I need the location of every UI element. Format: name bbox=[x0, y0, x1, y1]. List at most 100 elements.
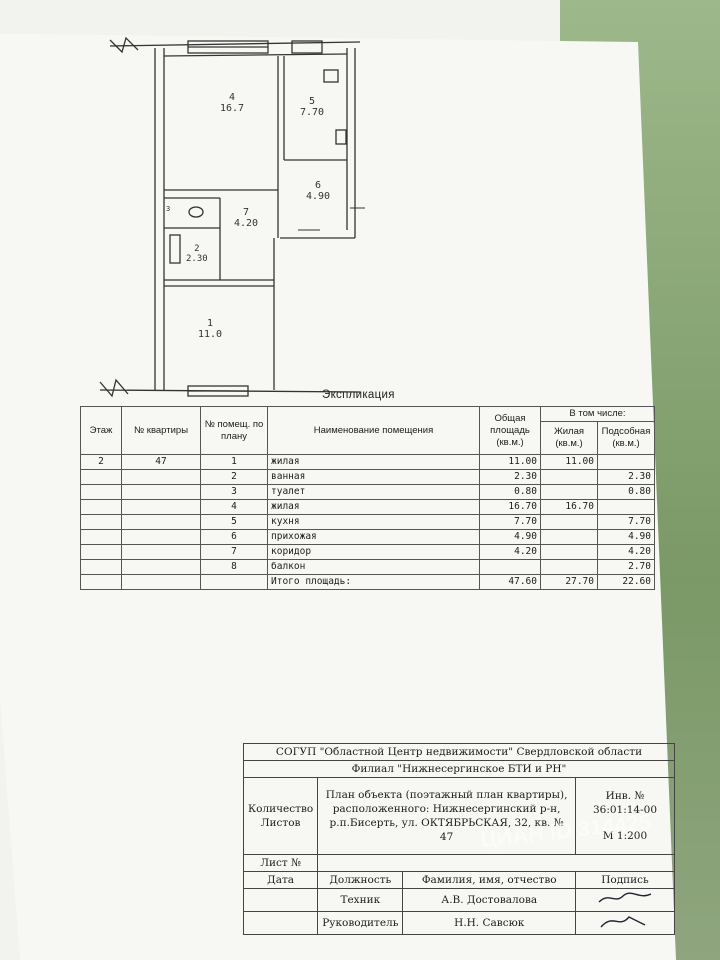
stamp-staff-position: Техник bbox=[317, 888, 404, 912]
stamp-object: План объекта (поэтажный план квартиры), … bbox=[317, 777, 576, 855]
cell-total: 0.80 bbox=[479, 484, 541, 500]
table-row: 8 балкон 2.70 bbox=[80, 559, 655, 575]
cell-living: 11.00 bbox=[540, 454, 598, 470]
cell-aux: 0.80 bbox=[597, 484, 655, 500]
cell-total: 2.30 bbox=[479, 469, 541, 485]
cell-total: 16.70 bbox=[479, 499, 541, 515]
cell-total: 4.20 bbox=[479, 544, 541, 560]
header-floor: Этаж bbox=[80, 406, 122, 455]
cell-name: балкон bbox=[267, 559, 480, 575]
stamp-col-name: Фамилия, имя, отчество bbox=[402, 871, 576, 889]
totals-label: Итого площадь: bbox=[267, 574, 480, 590]
totals-row: Итого площадь: 47.60 27.70 22.60 bbox=[80, 574, 655, 590]
stove-symbol bbox=[323, 69, 339, 83]
header-room-no: № помещ. по плану bbox=[200, 406, 268, 455]
cell-no: 2 bbox=[200, 469, 268, 485]
table-row: 2 ванная 2.30 2.30 bbox=[80, 469, 655, 485]
stamp-branch: Филиал "Нижнесергинское БТИ и РН" bbox=[243, 760, 675, 778]
cell-no: 4 bbox=[200, 499, 268, 515]
cell-no: 5 bbox=[200, 514, 268, 530]
cell-aux: 2.70 bbox=[597, 559, 655, 575]
cell-aux: 4.20 bbox=[597, 544, 655, 560]
cell-total bbox=[479, 559, 541, 575]
header-aux: Подсобная (кв.м.) bbox=[597, 421, 655, 455]
header-living: Жилая (кв.м.) bbox=[540, 421, 598, 455]
stamp-scale: М 1:200 bbox=[602, 830, 648, 842]
cell-living bbox=[540, 514, 598, 530]
stamp-sheet-label: Лист № bbox=[242, 854, 319, 872]
cell-name: жилая bbox=[267, 454, 480, 470]
cell-aux: 7.70 bbox=[597, 514, 655, 530]
cell-name: коридор bbox=[267, 544, 480, 560]
stamp-staff-name: А.В. Достовалова bbox=[402, 888, 576, 912]
stamp-inv-label: Инв. № bbox=[605, 790, 645, 802]
signature-1 bbox=[575, 888, 675, 912]
cell-living bbox=[540, 559, 598, 575]
cell-name: ванная bbox=[267, 469, 480, 485]
cell-living bbox=[540, 469, 598, 485]
cell-floor: 2 bbox=[80, 454, 122, 470]
break-mark-bottom bbox=[99, 378, 129, 398]
cell-no: 3 bbox=[200, 484, 268, 500]
stamp-count-label: Количество Листов bbox=[242, 777, 319, 855]
wall-top-outer bbox=[109, 41, 361, 47]
cell-name: прихожая bbox=[267, 529, 480, 545]
header-total: Общая площадь (кв.м.) bbox=[479, 406, 541, 455]
cell-name: жилая bbox=[267, 499, 480, 515]
table-row: 2 47 1 жилая 11.00 11.00 bbox=[80, 454, 655, 470]
break-mark-top bbox=[109, 36, 139, 54]
header-apartment: № квартиры bbox=[121, 406, 201, 455]
stamp-col-signature: Подпись bbox=[575, 871, 675, 889]
table-row: 4 жилая 16.70 16.70 bbox=[80, 499, 655, 515]
stamp-inv: Инв. № 36:01:14-00 М 1:200 bbox=[575, 777, 675, 855]
stamp-staff-position: Руководитель bbox=[317, 911, 404, 935]
cell-no: 7 bbox=[200, 544, 268, 560]
cell-name: кухня bbox=[267, 514, 480, 530]
toilet-symbol bbox=[188, 206, 204, 218]
stamp-col-date: Дата bbox=[242, 871, 319, 889]
totals-aux: 22.60 bbox=[597, 574, 655, 590]
header-incl: В том числе: bbox=[540, 406, 655, 422]
totals-total: 47.60 bbox=[479, 574, 541, 590]
cell-aux: 2.30 bbox=[597, 469, 655, 485]
cell-no: 1 bbox=[200, 454, 268, 470]
cell-aux: 4.90 bbox=[597, 529, 655, 545]
table-row: 5 кухня 7.70 7.70 bbox=[80, 514, 655, 530]
table-row: 3 туалет 0.80 0.80 bbox=[80, 484, 655, 500]
cell-name: туалет bbox=[267, 484, 480, 500]
cell-aux bbox=[597, 454, 655, 470]
cell-living bbox=[540, 529, 598, 545]
cell-aux bbox=[597, 499, 655, 515]
title-block: СОГУП "Областной Центр недвижимости" Све… bbox=[242, 743, 675, 935]
header-name: Наименование помещения bbox=[267, 406, 480, 455]
floor-plan bbox=[99, 36, 365, 398]
stamp-col-position: Должность bbox=[317, 871, 404, 889]
cell-living: 16.70 bbox=[540, 499, 598, 515]
cell-living bbox=[540, 484, 598, 500]
cell-no: 8 bbox=[200, 559, 268, 575]
signature-2 bbox=[575, 911, 675, 935]
bathtub-symbol bbox=[169, 234, 181, 264]
sink-symbol bbox=[335, 129, 347, 145]
stamp-staff-name: Н.Н. Савсюк bbox=[402, 911, 576, 935]
room-label-3: 3 bbox=[166, 205, 171, 213]
cell-no: 6 bbox=[200, 529, 268, 545]
window-top-right bbox=[291, 40, 323, 54]
cell-total: 7.70 bbox=[479, 514, 541, 530]
stamp-inv-value: 36:01:14-00 bbox=[592, 804, 658, 816]
cell-living bbox=[540, 544, 598, 560]
table-row: 7 коридор 4.20 4.20 bbox=[80, 544, 655, 560]
cell-total: 11.00 bbox=[479, 454, 541, 470]
cell-total: 4.90 bbox=[479, 529, 541, 545]
explication-table: Этаж № квартиры № помещ. по плану Наимен… bbox=[80, 406, 655, 590]
stamp-org: СОГУП "Областной Центр недвижимости" Све… bbox=[243, 743, 675, 761]
wall-top-inner bbox=[163, 53, 348, 57]
cell-apartment: 47 bbox=[121, 454, 201, 470]
